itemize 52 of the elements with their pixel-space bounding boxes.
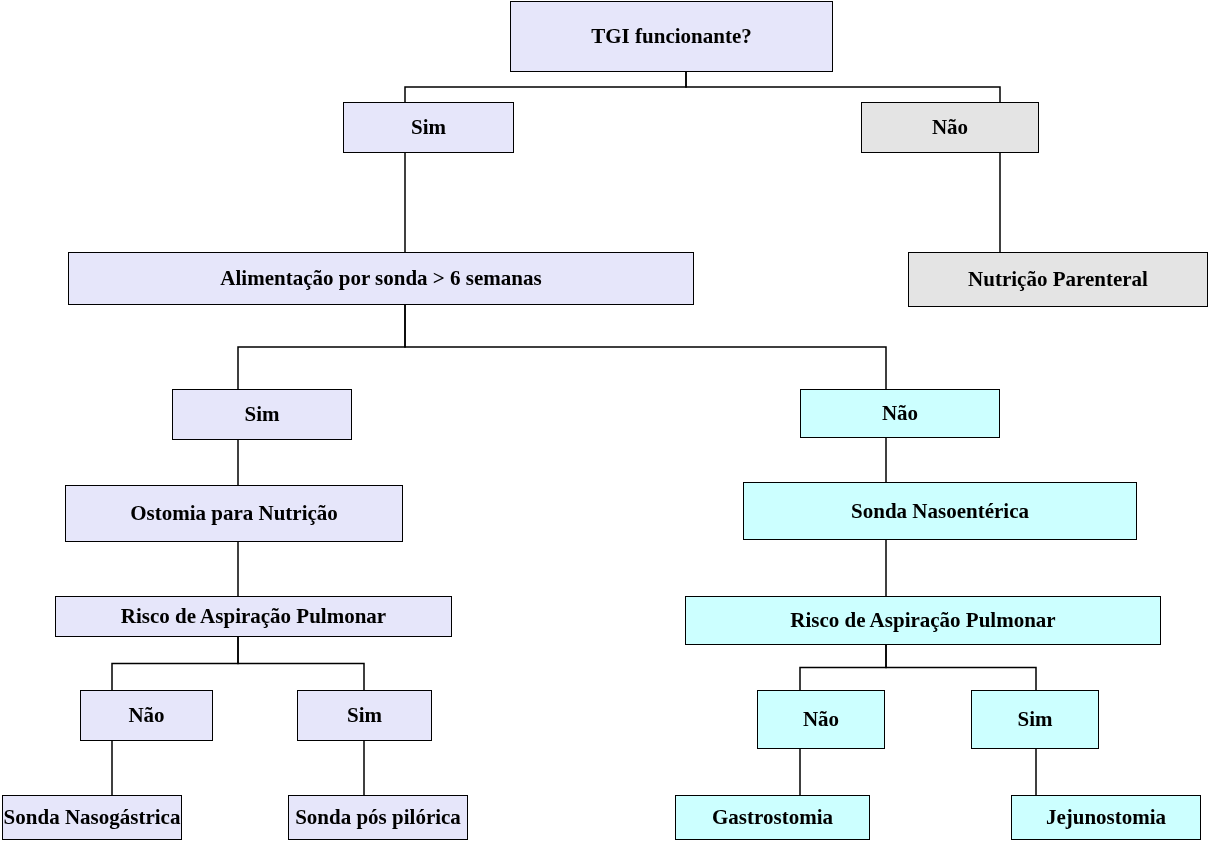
process-box <box>172 389 352 440</box>
process-box <box>800 389 1000 438</box>
connector-line <box>111 740 113 796</box>
process-box <box>685 596 1161 645</box>
box-label: Não <box>931 115 969 140</box>
box-label: Sim <box>244 402 280 427</box>
connector-line <box>885 539 887 597</box>
connector-line <box>363 740 365 796</box>
connector-line <box>799 748 801 796</box>
connector-line <box>885 437 887 483</box>
connector-line <box>237 636 365 691</box>
process-box <box>65 485 403 542</box>
process-box <box>908 252 1208 307</box>
process-box <box>55 596 452 637</box>
connector-line <box>685 71 1001 103</box>
process-box <box>743 482 1137 540</box>
box-label: Sim <box>1017 707 1053 732</box>
process-box <box>288 795 468 840</box>
box-label: Não <box>128 703 165 728</box>
process-box <box>971 690 1099 749</box>
process-box <box>757 690 885 749</box>
process-box <box>297 690 432 741</box>
box-label: TGI funcionante? <box>591 24 752 49</box>
box-label: Não <box>802 707 840 732</box>
box-label: Nutrição Parenteral <box>968 267 1148 292</box>
connector-line <box>237 541 239 597</box>
box-label: Ostomia para Nutrição <box>130 501 338 526</box>
box-label: Sim <box>347 703 382 728</box>
box-label: Sonda Nasogástrica <box>3 805 181 830</box>
box-label: Gastrostomia <box>712 805 833 830</box>
process-box <box>2 795 182 840</box>
process-box <box>1011 795 1201 840</box>
box-label: Risco de Aspiração Pulmonar <box>790 608 1056 633</box>
box-label: Sonda pós pilórica <box>295 805 461 830</box>
box-label: Alimentação por sonda > 6 semanas <box>220 266 542 291</box>
process-box <box>80 690 213 741</box>
process-box <box>343 102 514 153</box>
box-label: Sim <box>411 115 446 140</box>
box-label: Não <box>881 401 919 426</box>
box-label: Sonda Nasoentérica <box>851 498 1029 524</box>
connector-line <box>999 152 1001 253</box>
connector-line <box>885 644 1037 691</box>
connector-line <box>1035 748 1037 796</box>
box-label: Jejunostomia <box>1045 805 1167 830</box>
process-box <box>68 252 694 305</box>
process-box <box>675 795 870 840</box>
process-box <box>861 102 1039 153</box>
connector-line <box>404 152 406 253</box>
process-box <box>510 1 833 72</box>
connector-line <box>237 439 239 486</box>
connector-line <box>404 304 887 390</box>
box-label: Risco de Aspiração Pulmonar <box>120 604 387 629</box>
